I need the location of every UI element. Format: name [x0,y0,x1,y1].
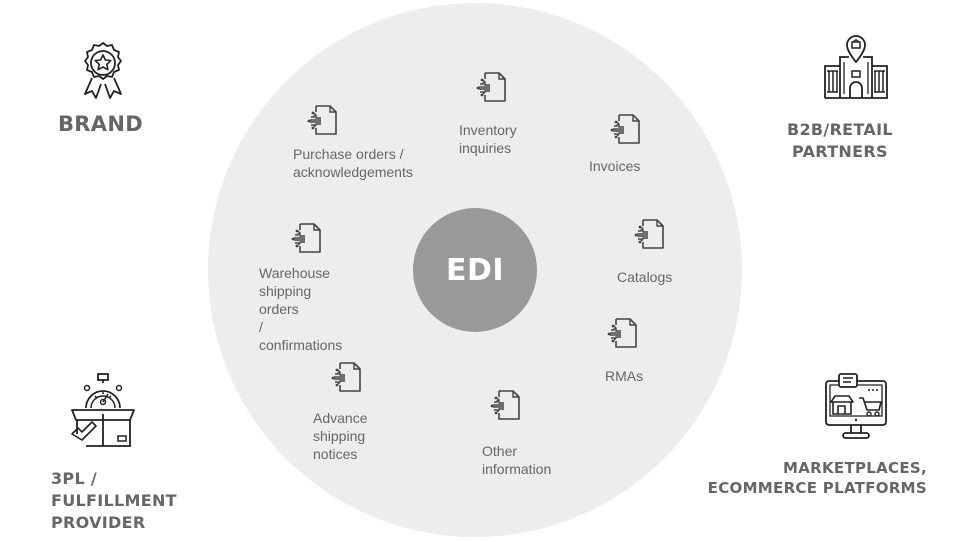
doc-label: Purchase orders / acknowledgements [293,146,413,180]
timer-box-icon [71,373,135,447]
entity-label: MARKETPLACES, ECOMMERCE PLATFORMS [707,459,927,497]
doc-label: Invoices [589,158,641,174]
doc-label: Advance shipping notices [313,410,368,462]
doc-label: Other information [482,443,552,477]
document-connector-icon [329,360,363,394]
doc-label: RMAs [605,368,644,384]
document-connector-icon [608,112,642,146]
edi-hub-label: EDI [445,252,505,288]
document-connector-icon [632,217,666,251]
edi-hub: EDI [413,208,537,332]
document-connector-icon [305,103,339,137]
doc-label: Catalogs [617,269,673,285]
award-badge-icon [84,42,122,99]
entity-label: 3PL / FULFILLMENT PROVIDER [51,469,177,532]
document-connector-icon [474,70,508,104]
document-connector-icon [289,221,323,255]
document-connector-icon [605,316,639,350]
entity-label: B2B/RETAIL PARTNERS [787,120,893,161]
computer-shop-icon [825,373,887,439]
doc-label: Warehouse shipping orders / confirmation… [259,265,343,353]
entity-label: BRAND [58,112,143,136]
document-connector-icon [488,388,522,422]
doc-label: Inventory inquiries [459,122,517,156]
storefront-building-icon [824,35,888,99]
